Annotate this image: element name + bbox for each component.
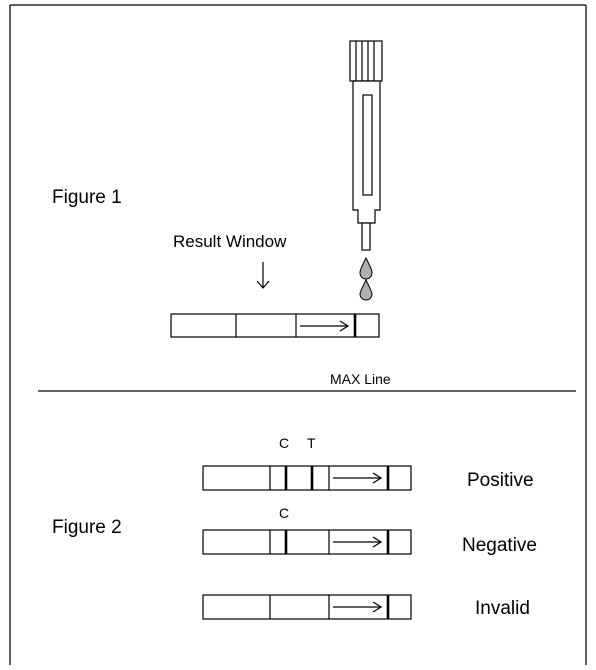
strip-marker-t: T — [307, 435, 316, 451]
flow-arrow-icon — [333, 536, 383, 548]
test-strip-negative — [202, 529, 412, 555]
outer-frame — [9, 4, 587, 665]
flow-arrow-icon — [333, 472, 383, 484]
result-label-negative: Negative — [462, 535, 537, 556]
result-label-invalid: Invalid — [475, 598, 530, 619]
test-strip-invalid — [202, 594, 412, 620]
dropper-icon — [349, 40, 383, 251]
figure1-label: Figure 1 — [52, 187, 122, 208]
test-strip-positive — [202, 465, 412, 491]
flow-arrow-icon — [300, 320, 350, 332]
result-window-label: Result Window — [173, 232, 287, 251]
figure2-label: Figure 2 — [52, 517, 122, 538]
down-arrow-icon — [256, 262, 270, 289]
flow-arrow-icon — [333, 601, 383, 613]
max-line-label: MAX Line — [330, 371, 391, 387]
test-strip-figure1 — [170, 313, 380, 338]
drop-icon — [359, 256, 373, 301]
result-label-positive: Positive — [467, 470, 534, 491]
strip-marker-c: C — [279, 435, 289, 451]
strip-marker-c: C — [279, 505, 289, 521]
